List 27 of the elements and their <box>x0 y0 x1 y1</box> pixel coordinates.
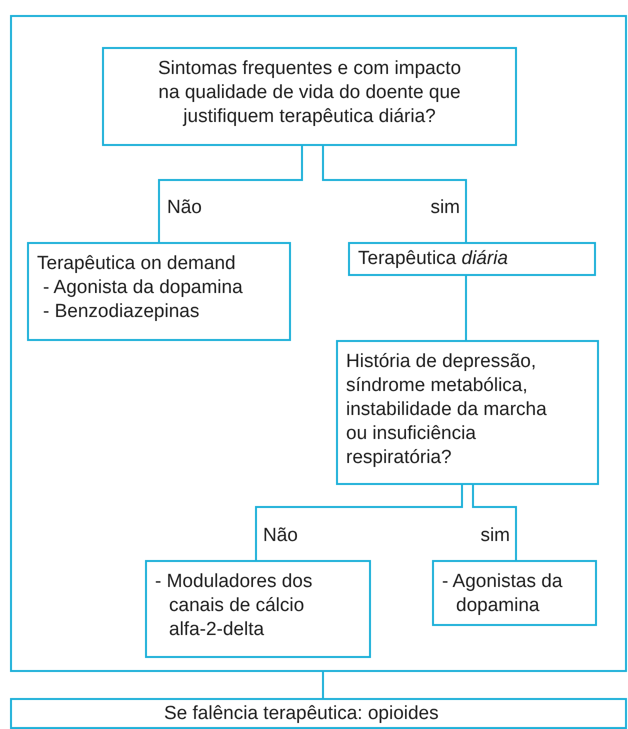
connector-line <box>465 276 467 340</box>
process-box <box>336 340 599 485</box>
box-text: Se falência terapêutica: opioides <box>164 702 440 726</box>
process-box <box>10 698 627 729</box>
box-text: História de depressão, síndrome metabólica, instabilidade da marcha ou insuficiência respiratória? <box>346 350 548 470</box>
process-box <box>432 560 597 626</box>
edge-label: sim <box>430 196 460 220</box>
connector-line <box>158 146 303 242</box>
box-text: - Agonistas da dopamina <box>442 570 564 618</box>
box-text: Sintomas frequentes e com impacto na qualidade de vida do doente que justifiquem terapêutica diária? <box>156 57 462 129</box>
process-box <box>348 242 596 276</box>
edge-label: Não <box>167 196 202 220</box>
connector-line <box>472 485 517 560</box>
edge-label: sim <box>480 524 510 548</box>
box-text: Terapêutica on demand <box>37 252 237 276</box>
box-text: - Agonista da dopamina <box>42 276 244 300</box>
box-text: Terapêutica diária <box>358 247 509 271</box>
process-box <box>102 47 517 146</box>
connector-line <box>255 485 463 560</box>
box-text: - Benzodiazepinas <box>42 300 200 324</box>
edge-label: Não <box>263 524 298 548</box>
connector-line <box>322 146 467 242</box>
box-text: - Moduladores dos canais de cálcio alfa-2-delta <box>155 570 314 642</box>
frame-box <box>10 15 627 672</box>
process-box <box>145 560 371 658</box>
process-box <box>27 242 291 341</box>
connector-line <box>322 672 324 698</box>
